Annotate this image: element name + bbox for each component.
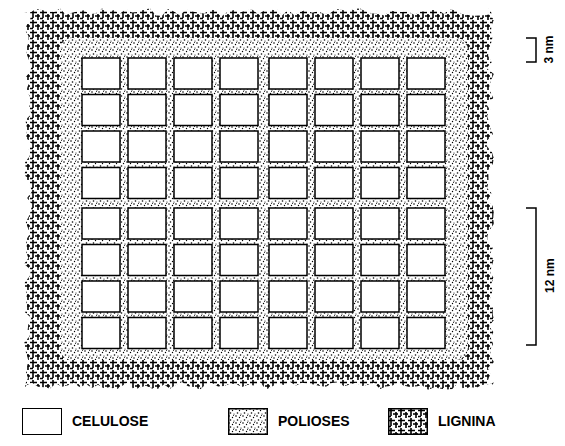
cellulose-fibril [407,245,445,276]
cellulose-fibril [361,95,399,126]
cellulose-grid [82,58,445,349]
cellulose-fibril [82,58,120,89]
cellulose-fibril [82,245,120,276]
cellulose-fibril [220,131,258,162]
cellulose-fibril [128,318,166,349]
cellulose-fibril [361,245,399,276]
legend-swatch [228,408,268,435]
cellulose-fibril [220,281,258,312]
dimension-brackets [526,38,536,345]
cellulose-fibril [128,245,166,276]
legend-text: POLIOSES [278,414,350,429]
cellulose-fibril [269,131,307,162]
lignin-layer [24,8,494,390]
cellulose-fibril [128,131,166,162]
cellulose-fibril [128,208,166,239]
cellulose-fibril [82,168,120,199]
dimension-label: 3 nm [543,36,556,64]
cellulose-fibril [220,245,258,276]
dimension-label: 12 nm [543,259,556,294]
cellulose-fibril [315,168,353,199]
cellulose-fibril [407,208,445,239]
cellulose-fibril [82,131,120,162]
cellulose-fibril [269,318,307,349]
cellulose-fibril [220,208,258,239]
polioses-layer [60,38,468,360]
cellulose-fibril [82,281,120,312]
cellulose-fibril [269,95,307,126]
cellulose-fibril [269,281,307,312]
cellulose-fibril [174,95,212,126]
cellulose-fibril [315,281,353,312]
cellulose-fibril [315,95,353,126]
legend-text: LIGNINA [438,414,496,429]
cellulose-fibril [361,281,399,312]
cellulose-fibril [361,208,399,239]
cellulose-fibril [128,95,166,126]
cellulose-fibril [407,168,445,199]
cellulose-fibril [128,281,166,312]
cellulose-fibril [82,208,120,239]
cellulose-fibril [269,58,307,89]
cellulose-fibril [407,281,445,312]
cellulose-fibril [361,318,399,349]
cellulose-fibril [361,131,399,162]
cellulose-fibril [82,318,120,349]
cellulose-fibril [315,208,353,239]
cellulose-fibril [407,131,445,162]
cellulose-fibril [361,168,399,199]
cellulose-fibril [82,95,120,126]
cellulose-fibril [220,168,258,199]
cellulose-fibril [315,131,353,162]
cellulose-fibril [174,131,212,162]
cellulose-fibril [269,168,307,199]
cellulose-fibril [269,208,307,239]
cellulose-fibril [128,168,166,199]
legend-swatch [22,408,62,435]
lignin-shape [24,8,494,390]
cellulose-fibril [174,245,212,276]
cellulose-fibril [128,58,166,89]
legend-text: CELULOSE [72,414,148,429]
cellulose-fibril [407,58,445,89]
cellulose-fibril [361,58,399,89]
cellulose-fibril [174,58,212,89]
cellulose-fibril [174,208,212,239]
cellulose-fibril [174,318,212,349]
cellulose-fibril [174,168,212,199]
cellulose-fibril [407,95,445,126]
cellulose-fibril [269,245,307,276]
cellulose-fibril [315,318,353,349]
cellulose-fibril [315,245,353,276]
cellulose-fibril [220,95,258,126]
cellulose-fibril [220,58,258,89]
legend-swatch [388,408,428,435]
cellulose-fibril [174,281,212,312]
cellulose-fibril [220,318,258,349]
cellulose-fibril [407,318,445,349]
cellulose-fibril [315,58,353,89]
